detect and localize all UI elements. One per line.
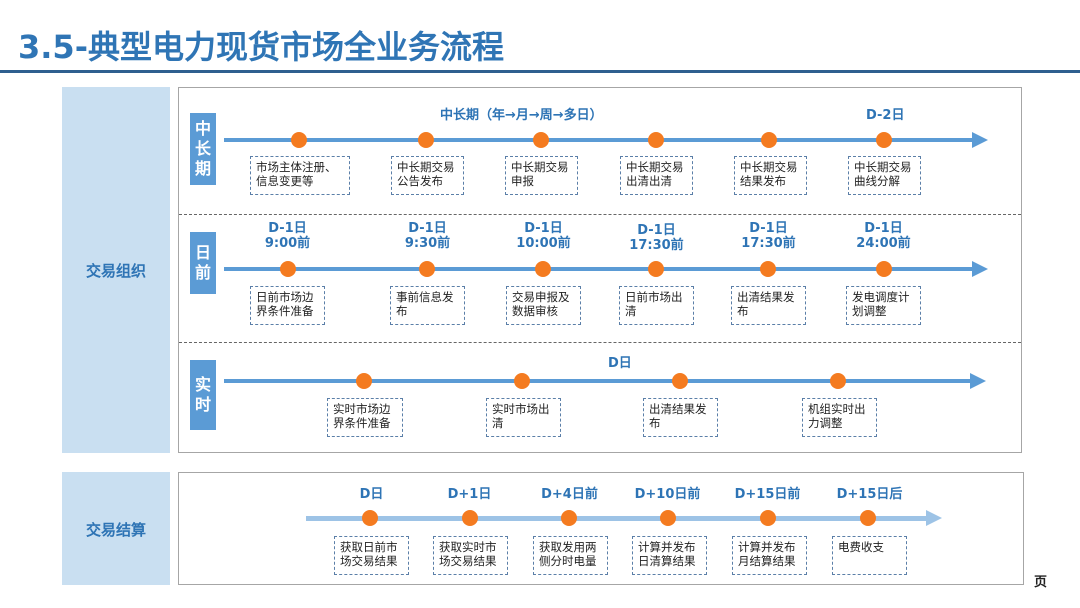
step-box: 中长期交易 曲线分解 bbox=[848, 156, 921, 195]
step-box: 中长期交易 公告发布 bbox=[391, 156, 464, 195]
time-label: D+4日前 bbox=[541, 487, 598, 502]
time-label: D-1日 9:30前 bbox=[404, 221, 451, 251]
lane-tag-text: 实 时 bbox=[194, 375, 211, 414]
settlement-label: 交易结算 bbox=[85, 521, 146, 539]
timeline-dot bbox=[648, 261, 664, 277]
step-box: 机组实时出 力调整 bbox=[802, 398, 877, 437]
step-box: 日前市场出 清 bbox=[619, 286, 694, 325]
lane-divider-1 bbox=[179, 214, 1021, 215]
timeline-dot bbox=[535, 261, 551, 277]
timeline-arrowhead bbox=[972, 132, 988, 148]
time-label: D-1日 10:00前 bbox=[516, 221, 571, 251]
timeline-dot bbox=[561, 510, 577, 526]
timeline-dot bbox=[830, 373, 846, 389]
timeline-dot bbox=[419, 261, 435, 277]
step-box: 获取实时市 场交易结果 bbox=[433, 536, 508, 575]
time-label: D-1日 17:30前 bbox=[629, 223, 684, 253]
timeline-dot bbox=[876, 132, 892, 148]
step-box: 出清结果发 布 bbox=[731, 286, 806, 325]
timeline-dot bbox=[760, 510, 776, 526]
step-box: 获取发用两 侧分时电量 bbox=[533, 536, 608, 575]
step-box: 中长期交易 结果发布 bbox=[734, 156, 807, 195]
step-box: 事前信息发 布 bbox=[390, 286, 465, 325]
period-label-d: D日 bbox=[608, 356, 632, 371]
timeline-dot bbox=[760, 261, 776, 277]
step-box: 电费收支 bbox=[832, 536, 907, 575]
timeline-arrow-line bbox=[224, 379, 970, 383]
trading-org-side-panel: 交易组织 bbox=[62, 87, 170, 453]
step-box: 中长期交易 出清出清 bbox=[620, 156, 693, 195]
timeline-dot bbox=[291, 132, 307, 148]
time-label: D日 bbox=[359, 487, 384, 502]
time-label: D+10日前 bbox=[634, 487, 701, 502]
step-box: 市场主体注册、 信息变更等 bbox=[250, 156, 350, 195]
timeline-arrowhead bbox=[970, 373, 986, 389]
time-label: D-1日 17:30前 bbox=[741, 221, 796, 251]
step-box: 计算并发布 日清算结果 bbox=[632, 536, 707, 575]
period-label-d-2: D-2日 bbox=[866, 108, 905, 123]
step-box: 日前市场边 界条件准备 bbox=[250, 286, 325, 325]
timeline-dot bbox=[462, 510, 478, 526]
step-box: 计算并发布 月结算结果 bbox=[732, 536, 807, 575]
period-label-medium-long: 中长期（年→月→周→多日） bbox=[440, 108, 603, 123]
timeline-arrow-line bbox=[224, 138, 972, 142]
timeline-dot bbox=[672, 373, 688, 389]
time-label: D+1日 bbox=[447, 487, 492, 502]
lane-tag-text: 日 前 bbox=[194, 243, 211, 282]
timeline-dot bbox=[280, 261, 296, 277]
timeline-dot bbox=[356, 373, 372, 389]
timeline-dot bbox=[514, 373, 530, 389]
step-box: 实时市场出 清 bbox=[486, 398, 561, 437]
page-title: 3.5-典型电力现货市场全业务流程 bbox=[18, 28, 504, 66]
timeline-dot bbox=[362, 510, 378, 526]
lane-tag-day-ahead: 日 前 bbox=[190, 232, 216, 294]
time-label: D+15日前 bbox=[734, 487, 801, 502]
step-box: 出清结果发 布 bbox=[643, 398, 718, 437]
timeline-dot bbox=[876, 261, 892, 277]
step-box: 中长期交易 申报 bbox=[505, 156, 578, 195]
lane-tag-real-time: 实 时 bbox=[190, 360, 216, 430]
settlement-side-panel: 交易结算 bbox=[62, 472, 170, 585]
page-mark: 页 bbox=[1034, 575, 1048, 590]
title-divider bbox=[0, 70, 1080, 73]
time-label: D-1日 24:00前 bbox=[856, 221, 911, 251]
lane-tag-medium-long-term: 中 长 期 bbox=[190, 113, 216, 185]
time-label: D-1日 9:00前 bbox=[264, 221, 311, 251]
step-box: 实时市场边 界条件准备 bbox=[327, 398, 403, 437]
timeline-dot bbox=[533, 132, 549, 148]
timeline-dot bbox=[860, 510, 876, 526]
lane-tag-text: 中 长 期 bbox=[194, 119, 211, 178]
step-box: 获取日前市 场交易结果 bbox=[334, 536, 409, 575]
timeline-arrowhead bbox=[972, 261, 988, 277]
settlement-arrow-line bbox=[306, 516, 926, 521]
timeline-dot bbox=[418, 132, 434, 148]
trading-org-label: 交易组织 bbox=[85, 262, 146, 280]
timeline-dot bbox=[761, 132, 777, 148]
lane-divider-2 bbox=[179, 342, 1021, 343]
step-box: 发电调度计 划调整 bbox=[846, 286, 921, 325]
step-box: 交易申报及 数据审核 bbox=[506, 286, 581, 325]
timeline-arrow-line bbox=[224, 267, 972, 271]
settlement-arrowhead bbox=[926, 510, 942, 526]
time-label: D+15日后 bbox=[836, 487, 903, 502]
timeline-dot bbox=[648, 132, 664, 148]
timeline-dot bbox=[660, 510, 676, 526]
